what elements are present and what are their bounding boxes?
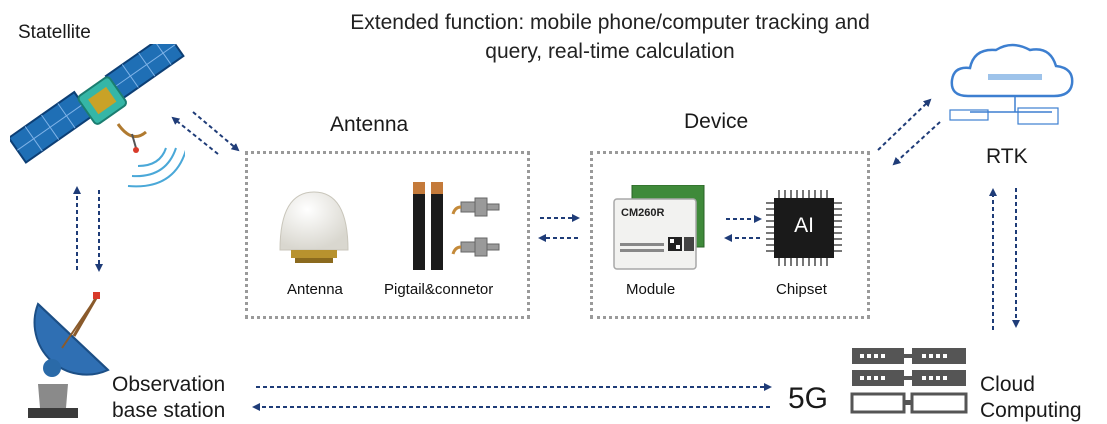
arrow-antenna-to-satellite	[171, 116, 219, 155]
arrow-satellite-to-antenna	[192, 111, 240, 152]
module-icon	[613, 185, 705, 270]
server-rack-icon	[850, 348, 968, 414]
pigtail-connector-label: Pigtail&connetor	[384, 281, 494, 298]
chipset-ai-text: AI	[794, 214, 814, 237]
satellite-icon	[10, 44, 185, 188]
antenna-dome-icon	[279, 191, 349, 263]
antenna-group-heading: Antenna	[330, 113, 409, 136]
rtk-label: RTK	[986, 145, 1028, 168]
cloud-computing-label-line-1: Cloud	[980, 373, 1035, 396]
device-group-box	[590, 151, 870, 319]
base-station-dish-icon	[28, 292, 110, 418]
base-station-label: Observation base station	[112, 372, 225, 424]
cloud-computing-label-line-2: Computing	[980, 399, 1082, 422]
satellite-label: Statellite	[18, 22, 91, 43]
chipset-icon	[766, 190, 842, 266]
module-label: Module	[626, 281, 676, 298]
cloud-computing-label: Cloud Computing	[980, 372, 1082, 424]
chipset-label: Chipset	[776, 281, 827, 298]
diagram-title: Extended function: mobile phone/computer…	[260, 8, 960, 66]
base-station-label-line-2: base station	[112, 399, 226, 422]
antenna-item-label: Antenna	[287, 281, 343, 298]
module-model-text: CM260R	[621, 207, 665, 219]
antenna-group-box	[245, 151, 530, 319]
title-line-2: query, real-time calculation	[485, 40, 735, 63]
base-station-label-line-1: Observation	[112, 373, 226, 396]
pigtail-connector-icon	[413, 182, 500, 270]
arrow-device-to-rtk	[877, 98, 932, 151]
rtk-cloud-icon	[949, 43, 1074, 125]
5g-label: 5G	[788, 382, 829, 415]
device-group-heading: Device	[684, 110, 749, 133]
title-line-1: Extended function: mobile phone/computer…	[350, 11, 870, 34]
arrow-rtk-to-device	[892, 121, 941, 166]
